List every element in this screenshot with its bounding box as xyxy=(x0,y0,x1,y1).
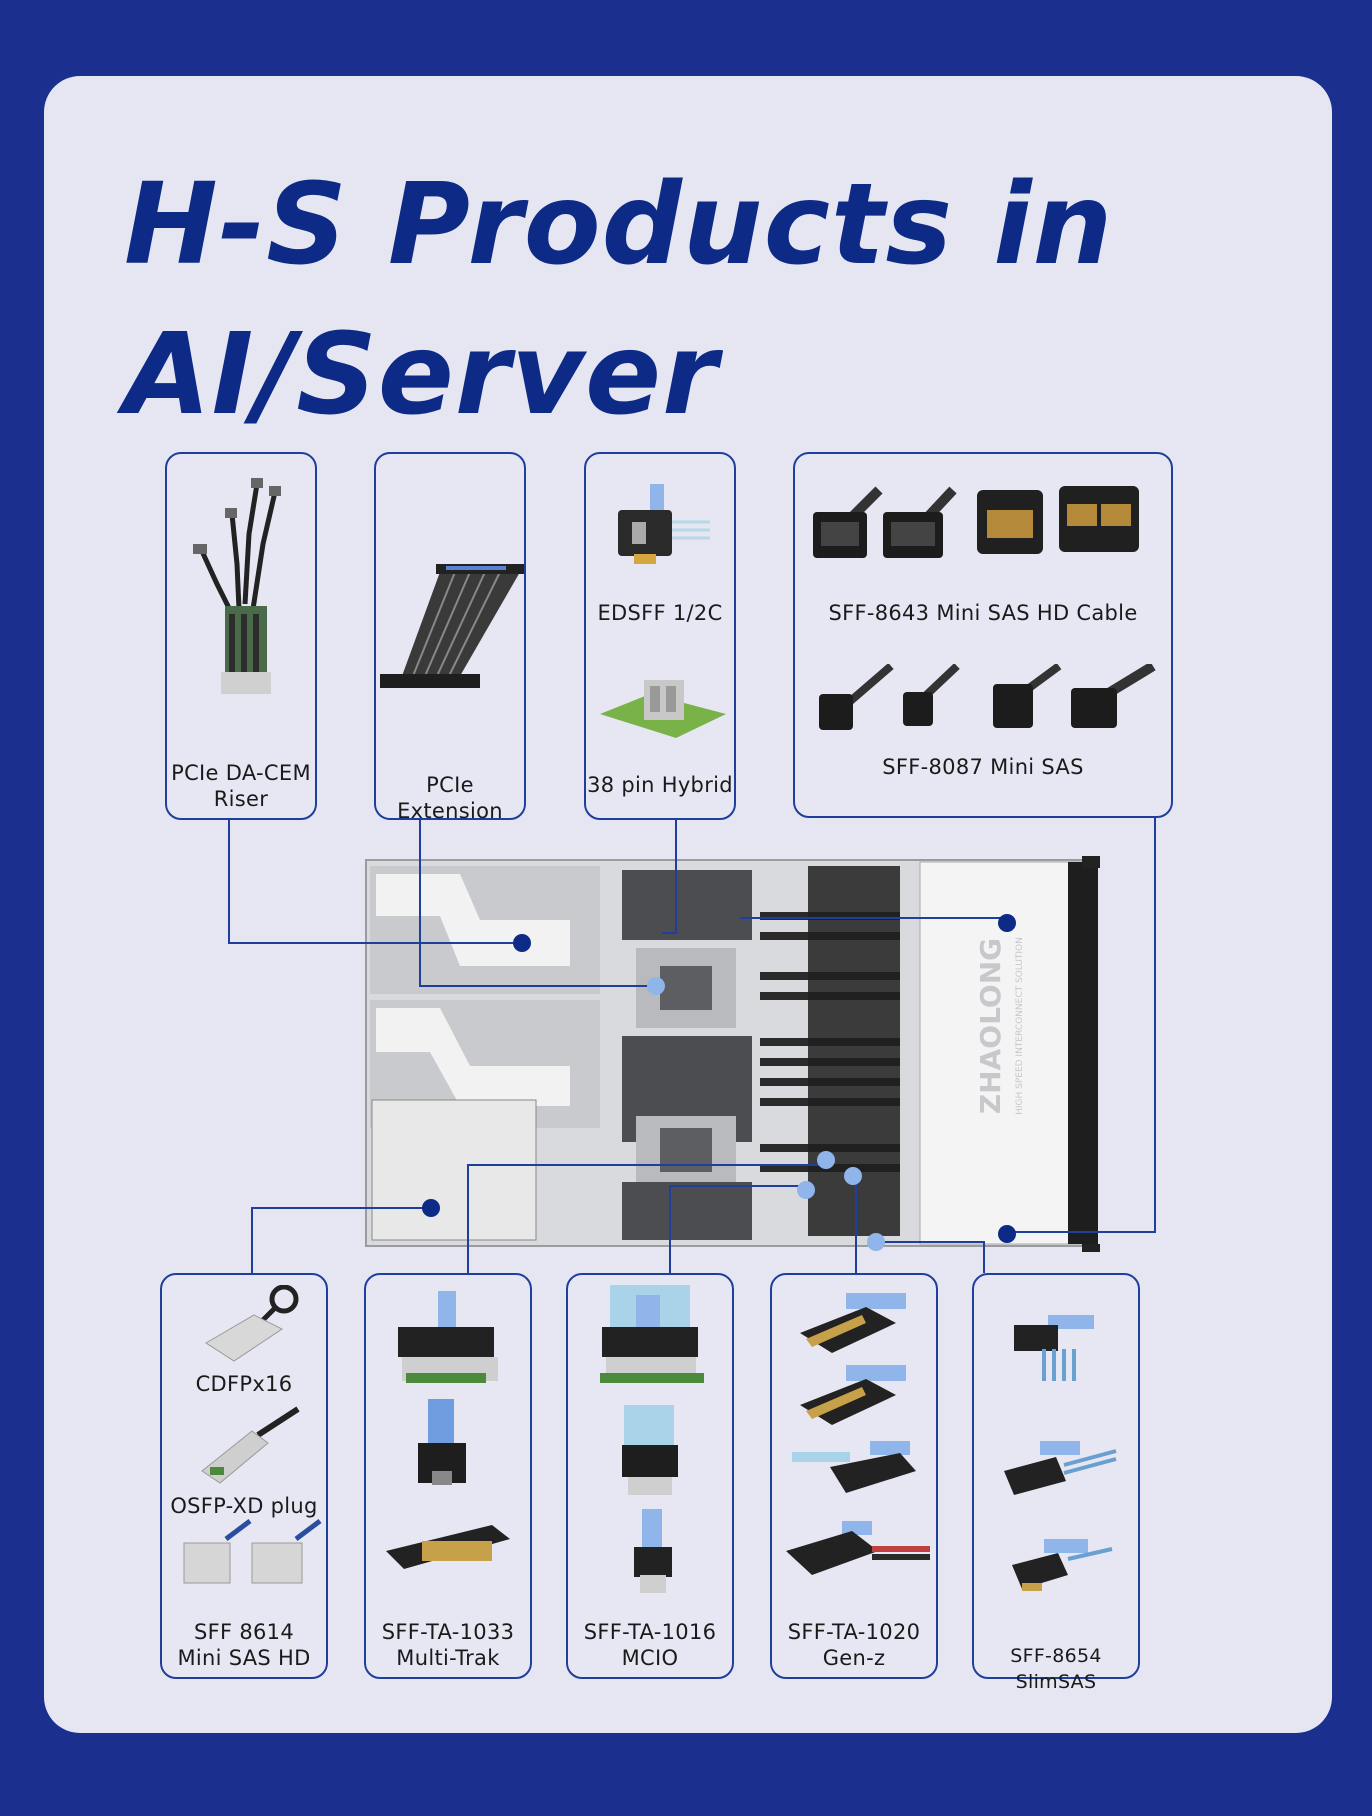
product-card-multi-trak[interactable]: SFF-TA-1033 Multi-Trak xyxy=(364,1273,532,1679)
pcie-extension-label: PCIe Extension xyxy=(397,773,503,823)
osfp-xd-label: OSFP-XD plug xyxy=(170,1494,318,1518)
pcie-riser-image xyxy=(193,478,281,694)
multi-trak-label-2: Multi-Trak xyxy=(396,1646,500,1670)
sff-8614-image xyxy=(183,1519,322,1584)
sff-8614-label-1: SFF 8614 xyxy=(193,1620,294,1644)
cdfp-dot xyxy=(422,1199,440,1217)
mcio-label-1: SFF-TA-1016 xyxy=(583,1620,717,1644)
genz-dot xyxy=(844,1167,862,1185)
mcio-image-1 xyxy=(600,1285,704,1383)
mcio-label-2: MCIO xyxy=(621,1646,679,1670)
gen-z-label-2: Gen-z xyxy=(822,1646,886,1670)
extension-dot xyxy=(647,977,665,995)
title-line-1: H-S Products in xyxy=(124,160,1114,290)
edsff-connector-image xyxy=(618,484,710,564)
sff-8643-image xyxy=(813,486,1139,558)
slimsas-dot xyxy=(867,1233,885,1251)
hybrid-38pin-image xyxy=(600,680,726,738)
cdfp-image xyxy=(205,1285,299,1362)
osfp-xd-image xyxy=(201,1406,300,1484)
product-card-edsff-38pin[interactable]: EDSFF 1/2C 38 pin Hybrid xyxy=(584,452,736,820)
title-line-2: AI/Server xyxy=(124,310,719,440)
gen-z-label-1: SFF-TA-1020 xyxy=(787,1620,921,1644)
slimsas-label: SFF-8654 SlimSAS xyxy=(1010,1645,1102,1693)
multi-trak-image-3 xyxy=(386,1525,510,1569)
slimsas-image-2 xyxy=(1004,1441,1117,1495)
sff-8614-label-2: Mini SAS HD xyxy=(177,1646,311,1670)
product-card-mcio[interactable]: SFF-TA-1016 MCIO xyxy=(566,1273,734,1679)
product-card-slimsas[interactable]: SFF-8654 SlimSAS xyxy=(972,1273,1140,1693)
hybrid-38pin-label: 38 pin Hybrid xyxy=(587,773,733,797)
multi-trak-label-1: SFF-TA-1033 xyxy=(381,1620,515,1644)
gen-z-image-4 xyxy=(786,1521,930,1575)
mcio-image-2 xyxy=(622,1405,678,1495)
product-card-pcie-extension[interactable]: PCIe Extension xyxy=(374,452,526,823)
multi-trak-image-1 xyxy=(398,1291,498,1383)
server-brand-text: ZHAOLONG xyxy=(974,938,1007,1114)
product-card-mini-sas[interactable]: SFF-8643 Mini SAS HD Cable SFF-8087 Mini… xyxy=(793,452,1173,818)
edsff-label: EDSFF 1/2C xyxy=(597,601,723,625)
server-chassis-image: ZHAOLONG HIGH SPEED INTERCONNECT SOLUTIO… xyxy=(365,856,1100,1252)
product-card-pcie-da-cem-riser[interactable]: PCIe DA-CEM Riser xyxy=(165,452,317,820)
front-sas-dot xyxy=(998,1225,1016,1243)
page-title: H-S Products in AI/Server xyxy=(124,150,1113,450)
mcio-image-3 xyxy=(634,1509,672,1593)
riser-dot xyxy=(513,934,531,952)
cdfp-label: CDFPx16 xyxy=(195,1372,293,1396)
sff-8643-label: SFF-8643 Mini SAS HD Cable xyxy=(828,601,1138,625)
slimsas-image-3 xyxy=(1012,1539,1113,1591)
multitrak-dot xyxy=(817,1151,835,1169)
product-card-external[interactable]: CDFPx16 OSFP-XD plug SFF 8614 Mini SAS H… xyxy=(160,1273,328,1679)
gen-z-image-3 xyxy=(792,1441,916,1493)
mcio-dot xyxy=(797,1181,815,1199)
server-tagline-text: HIGH SPEED INTERCONNECT SOLUTION xyxy=(1015,937,1025,1115)
pcie-extension-image xyxy=(380,564,524,688)
multi-trak-image-2 xyxy=(418,1399,466,1485)
sff-8087-label: SFF-8087 Mini SAS xyxy=(882,755,1084,779)
gen-z-image-1 xyxy=(800,1293,906,1353)
mini-sas-dot xyxy=(998,914,1016,932)
sff-8087-image xyxy=(819,664,1156,730)
pcie-da-cem-riser-label: PCIe DA-CEM Riser xyxy=(171,761,311,811)
product-card-gen-z[interactable]: SFF-TA-1020 Gen-z xyxy=(770,1273,938,1679)
gen-z-image-2 xyxy=(800,1365,906,1425)
slimsas-image-1 xyxy=(1014,1315,1094,1381)
